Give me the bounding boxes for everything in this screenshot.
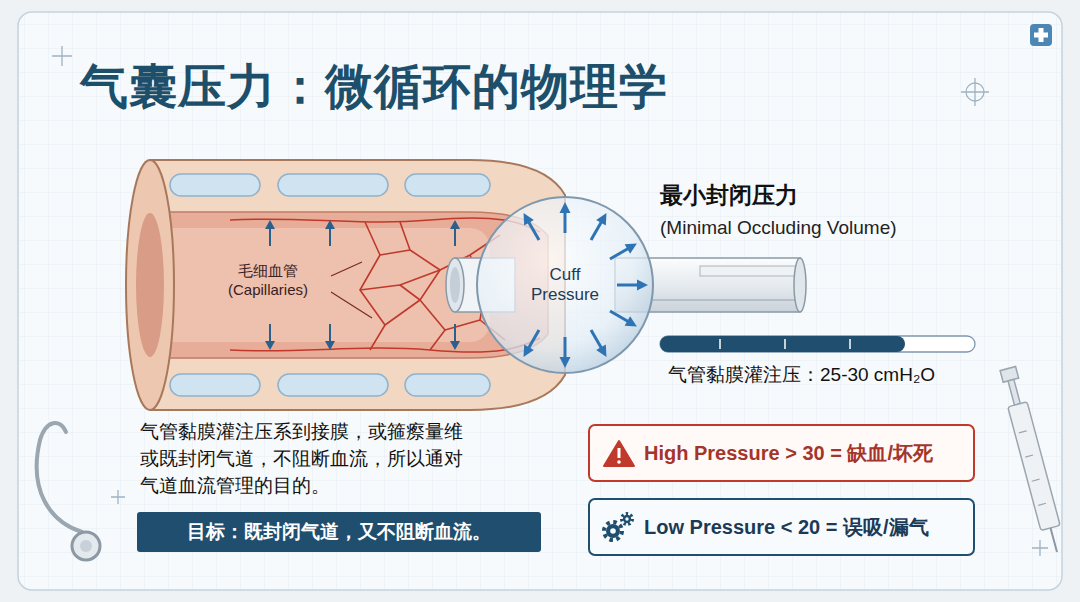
medical-cross-icon (1030, 24, 1052, 46)
bar-caption: 气管黏膜灌注压：25-30 cmH₂O (668, 364, 935, 387)
pressure-arrowhead (596, 345, 606, 357)
pressure-arrow (591, 222, 602, 240)
pressure-arrow (564, 212, 567, 233)
section-heading: 最小封闭压力 (660, 182, 798, 210)
page-frame (18, 12, 1062, 590)
pressure-arrow (610, 249, 628, 260)
pressure-arrow (591, 330, 602, 348)
leader-lines (331, 262, 372, 318)
pressure-arrow (564, 337, 567, 358)
banner-text: 目标：既封闭气道，又不阻断血流。 (187, 521, 491, 544)
pressure-arrow (617, 284, 638, 287)
pressure-arrowhead (625, 244, 637, 254)
pressure-arrowhead (637, 280, 648, 291)
low-pressure-box: Low Pressure < 20 = 误吸/漏气 (588, 498, 975, 556)
pressure-arrow (610, 311, 628, 322)
body-text: 气管黏膜灌注压系到接膜，或箍瘵量维 或既封闭气道，不阻断血流，所以通对 气道血流… (140, 418, 485, 499)
goal-banner: 目标：既封闭气道，又不阻断血流。 (137, 512, 541, 552)
balloon-outline (477, 197, 653, 373)
corner-marks (52, 46, 1048, 556)
gear-icon (600, 510, 636, 544)
cuff-balloon: Cuff Pressure (475, 195, 655, 375)
pressure-arrow (529, 330, 540, 348)
pressure-arrowhead (625, 316, 637, 326)
high-pressure-box: High Pressure > 30 = 缺血/坏死 (588, 424, 975, 482)
pressure-arrowhead (596, 213, 606, 225)
callout-label: 毛细血管 (Capillaries) (210, 262, 326, 300)
balloon-text: Cuff Pressure (525, 265, 605, 304)
box-text: High Pressure > 30 = 缺血/坏死 (644, 441, 933, 465)
warning-icon (602, 438, 636, 468)
section-subheading: (Minimal Occluding Volume) (660, 217, 897, 240)
page-title: 气囊压力：微循环的物理学 (80, 58, 668, 116)
pressure-arrowhead (560, 202, 571, 213)
pressure-arrowhead (560, 357, 571, 368)
pressure-arrowhead (524, 345, 534, 357)
stethoscope-decoration (37, 423, 100, 560)
pressure-arrow (529, 222, 540, 240)
syringe-decoration (998, 366, 1066, 555)
perfusion-bar (660, 336, 975, 352)
box-text: Low Pressure < 20 = 误吸/漏气 (644, 515, 929, 539)
pressure-arrowhead (524, 213, 534, 225)
